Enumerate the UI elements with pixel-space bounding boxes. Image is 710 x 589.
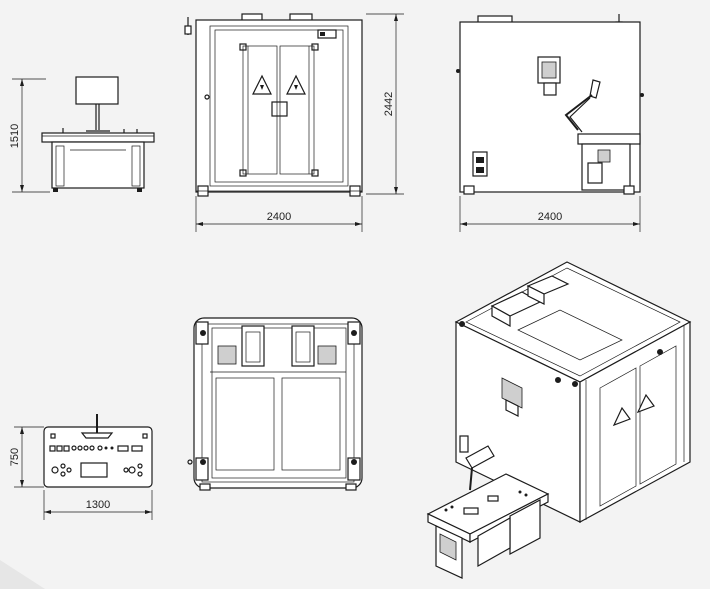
console-side-view: 1510	[9, 76, 155, 193]
monitor-screen	[75, 76, 119, 105]
plan-outer-frame	[193, 317, 363, 489]
front-view: 2400 2442	[184, 13, 404, 232]
dim-label-front-width: 2400	[267, 211, 291, 223]
corner-shade	[0, 560, 45, 589]
dim-label-1510: 1510	[9, 124, 21, 148]
front-door-right	[279, 45, 315, 175]
console-display	[80, 462, 108, 478]
console-cabinet	[51, 141, 145, 189]
front-door-handle	[271, 101, 288, 117]
console-button-row	[49, 445, 143, 452]
dim-label-front-height: 2442	[383, 92, 395, 116]
plan-top-unit-right	[291, 325, 315, 367]
console-top-view: 750 1300	[9, 414, 153, 520]
console-table-top	[41, 132, 155, 143]
front-cabinet-body	[195, 19, 363, 193]
top-plan-view	[187, 317, 363, 491]
side-view: 2400	[456, 14, 644, 232]
isometric-view	[426, 261, 692, 579]
plan-top-unit-left	[241, 325, 265, 367]
dim-label-side-width: 2400	[538, 211, 562, 223]
dim-label-console-width: 1300	[86, 499, 110, 511]
dim-label-console-depth: 750	[9, 448, 21, 466]
front-door-left	[242, 45, 278, 175]
iso-right-face	[579, 320, 691, 524]
